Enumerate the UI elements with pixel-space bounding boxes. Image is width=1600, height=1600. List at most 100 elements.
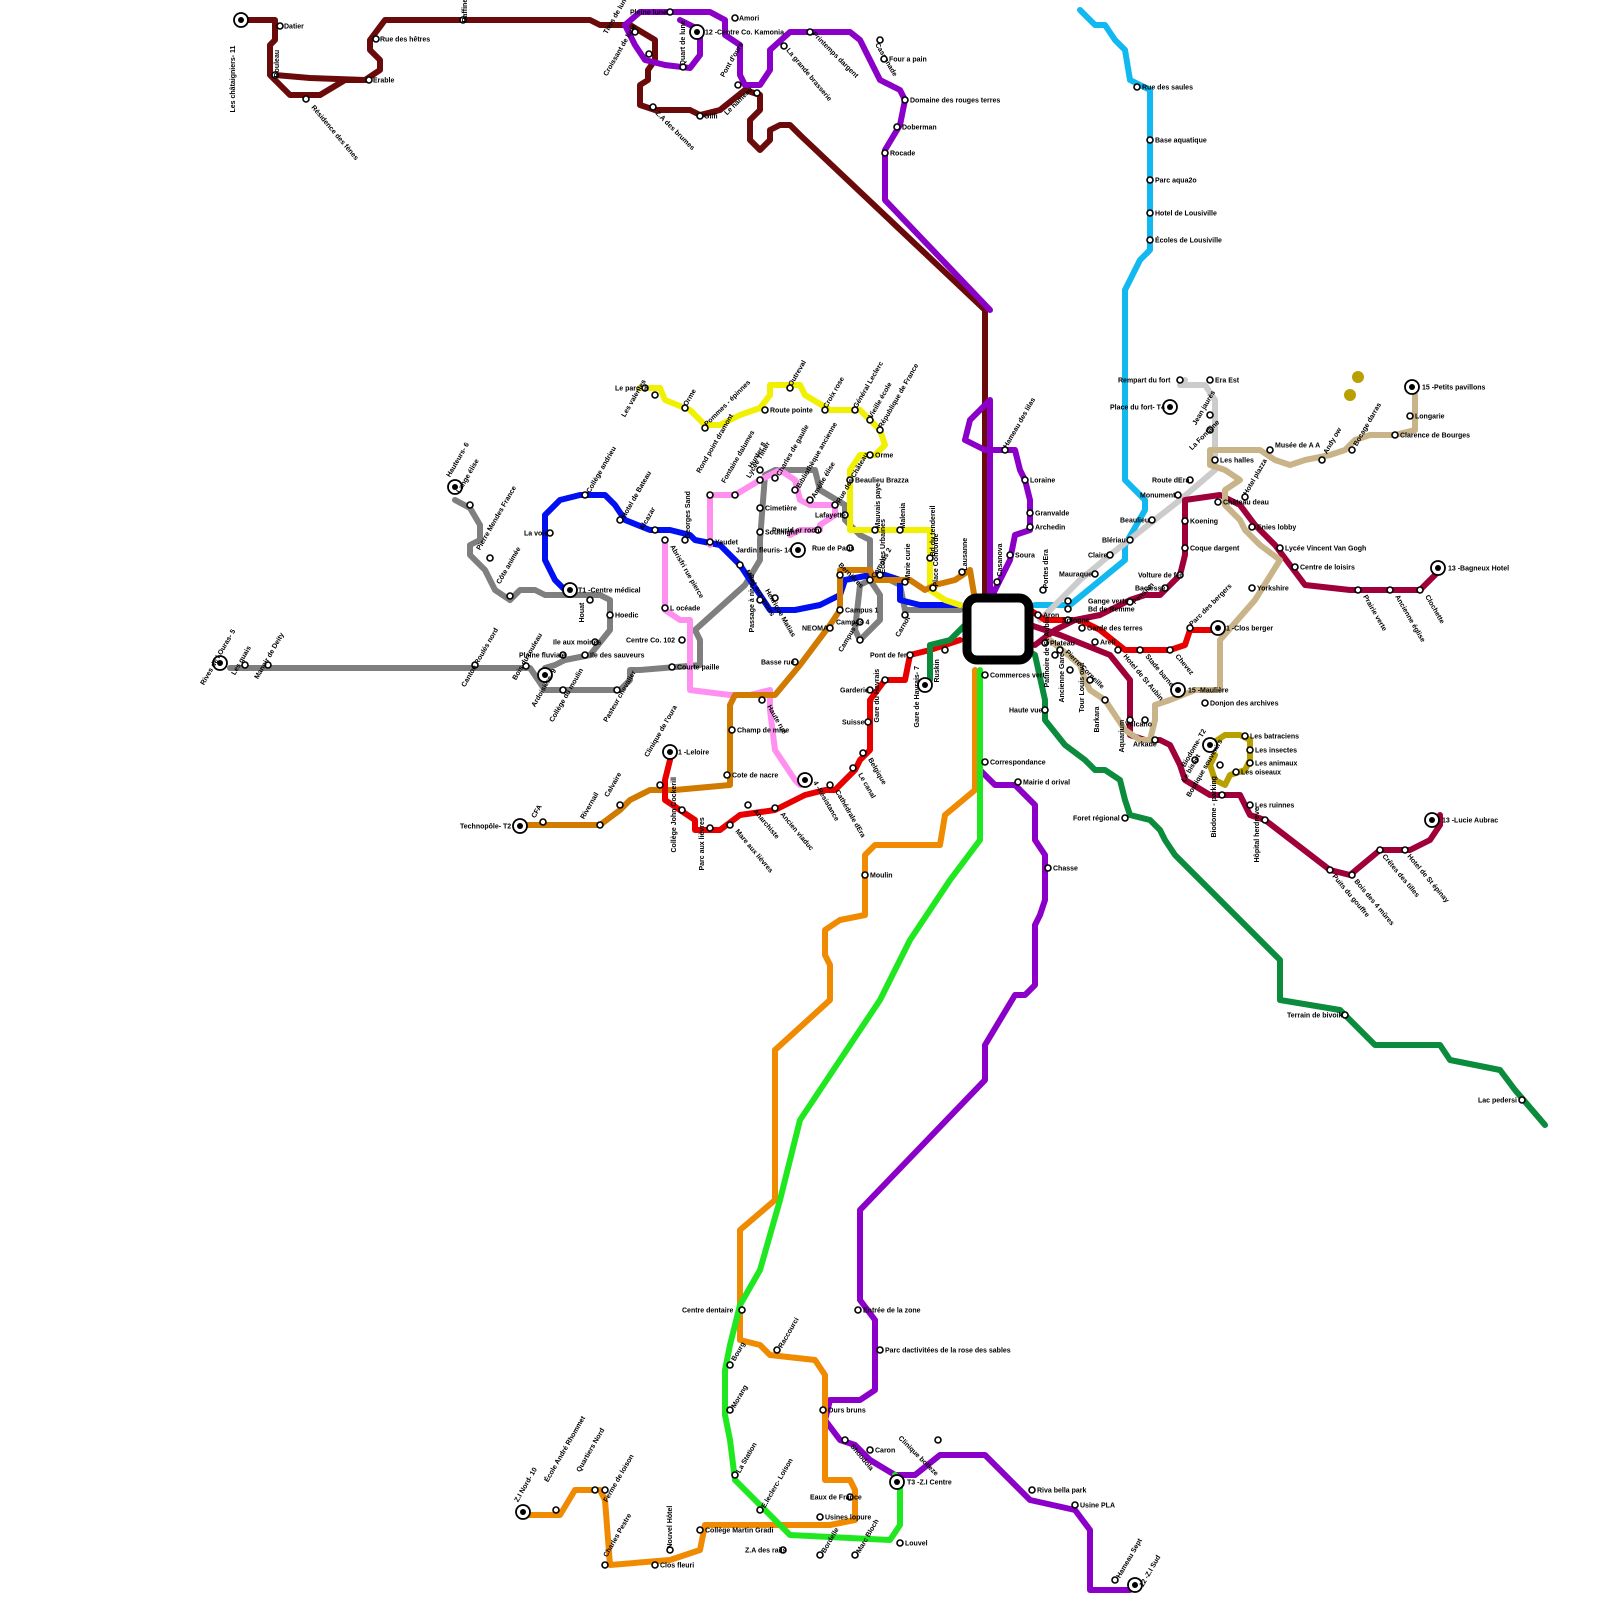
station-morang[interactable]: Morang xyxy=(727,1384,749,1413)
station-marker[interactable] xyxy=(602,1562,608,1568)
station-marker[interactable] xyxy=(303,96,309,102)
station-stade-barnes[interactable]: Stade barnes xyxy=(1137,647,1177,692)
station-marker[interactable] xyxy=(1147,177,1153,183)
station-manoir-deity[interactable]: Manoir de Deity xyxy=(254,632,286,681)
station-cote-nacre[interactable]: Cote de nacre xyxy=(724,772,778,780)
station-marker[interactable] xyxy=(1519,1097,1525,1103)
station-marker[interactable] xyxy=(366,77,372,83)
station-ile-sauveurs[interactable]: Ile des sauveurs xyxy=(582,652,645,660)
station-marker[interactable] xyxy=(817,1514,823,1520)
station-ecoles-lousiville[interactable]: Écoles de Lousiville xyxy=(1147,236,1222,245)
station-marker[interactable] xyxy=(739,1307,745,1313)
station-marker[interactable] xyxy=(781,43,787,49)
station-marker[interactable] xyxy=(1207,412,1213,418)
station-zi-nord[interactable]: Z.I Nord- 10 xyxy=(514,1467,539,1519)
station-abrisfri[interactable]: Abrisfri rue pierce xyxy=(662,537,705,600)
station-marker[interactable] xyxy=(1215,499,1221,505)
station-marker[interactable] xyxy=(707,825,713,831)
central-hub-ring[interactable] xyxy=(967,598,1029,660)
station-marker[interactable] xyxy=(857,637,863,643)
station-pont-fer[interactable]: Pont de fer xyxy=(870,652,913,660)
station-chateau-deau[interactable]: Château deau xyxy=(1215,499,1269,507)
station-datier[interactable]: Datier xyxy=(277,23,304,31)
station-gare-havrais[interactable]: Gare du Havrais xyxy=(874,669,888,723)
station-marker[interactable] xyxy=(540,819,546,825)
station-lausanne[interactable]: Lausanne xyxy=(959,538,969,575)
station-marker[interactable] xyxy=(1052,652,1058,658)
station-marker[interactable] xyxy=(1147,237,1153,243)
station-hameau-sept[interactable]: Hameau Sept xyxy=(1112,1537,1144,1583)
station-marker[interactable] xyxy=(735,82,741,88)
station-cfa[interactable]: CFA xyxy=(531,804,546,825)
station-carnot[interactable]: Carnot xyxy=(895,612,913,639)
station-marker[interactable] xyxy=(1102,697,1108,703)
station-parc-lievres[interactable]: Parc aux lièvres xyxy=(699,817,713,870)
station-marker[interactable] xyxy=(487,555,493,561)
station-rue-hetres[interactable]: Rue des hêtres xyxy=(373,36,430,44)
station-marker[interactable] xyxy=(679,807,685,813)
station-marker[interactable] xyxy=(935,1437,941,1443)
station-marker[interactable] xyxy=(1177,377,1183,383)
station-base-aquatique[interactable]: Base aquatique xyxy=(1147,137,1207,145)
station-marker[interactable] xyxy=(1319,457,1325,463)
station-terrain-bivoik[interactable]: Terrain de bivoik xyxy=(1287,1012,1348,1020)
station-marker[interactable] xyxy=(652,527,658,533)
station-quartiers-nord[interactable]: Quartiers Nord xyxy=(576,1427,607,1493)
station-marker[interactable] xyxy=(1134,84,1140,90)
station-marker[interactable] xyxy=(1217,762,1223,768)
station-marker[interactable] xyxy=(1015,779,1021,785)
station-clochette[interactable]: Clochette xyxy=(1417,587,1445,625)
station-entree-zone[interactable]: Entrée de la zone xyxy=(855,1307,921,1315)
station-marker[interactable] xyxy=(772,805,778,811)
station-centre-loisirs[interactable]: Centre de loisirs xyxy=(1292,564,1355,572)
station-bleriau[interactable]: Blériau xyxy=(1102,537,1133,545)
station-marker[interactable] xyxy=(1182,545,1188,551)
station-marker[interactable] xyxy=(1262,817,1268,823)
station-marker[interactable] xyxy=(662,537,668,543)
station-les-insectes[interactable]: Les insectes xyxy=(1247,747,1297,755)
station-grande-brasserie[interactable]: La grande brasserie xyxy=(781,43,833,103)
station-louvel[interactable]: Louvel xyxy=(897,1540,928,1548)
station-marker[interactable] xyxy=(862,872,868,878)
station-marker[interactable] xyxy=(669,664,675,670)
station-neoma[interactable]: NEOMA xyxy=(802,625,833,633)
station-calvaire[interactable]: Calvaire xyxy=(604,771,624,808)
station-marker[interactable] xyxy=(1079,625,1085,631)
station-college-andrieu[interactable]: Collège andrieu xyxy=(582,446,618,498)
station-marker[interactable] xyxy=(1067,667,1073,673)
station-les-batraciens[interactable]: Les batraciens xyxy=(1242,733,1299,741)
station-marker[interactable] xyxy=(1247,747,1253,753)
station-riva-bella[interactable]: Riva bella park xyxy=(1029,1487,1087,1495)
station-zi-centre[interactable]: T3 -Z.I Centre xyxy=(890,1475,952,1489)
station-marker[interactable] xyxy=(607,612,613,618)
station-marker[interactable] xyxy=(1065,606,1071,612)
station-donjon[interactable]: Donjon des archives xyxy=(1202,700,1279,708)
station-lucie-aubrac[interactable]: 13 -Lucie Aubrac xyxy=(1425,813,1498,827)
station-marker[interactable] xyxy=(1212,457,1218,463)
station-technopole[interactable]: Technopôle- T2 xyxy=(460,819,527,833)
station-marker[interactable] xyxy=(1092,571,1098,577)
station-claire[interactable]: Claire xyxy=(1088,552,1113,560)
station-marker[interactable] xyxy=(1115,647,1121,653)
station-marker[interactable] xyxy=(553,1507,559,1513)
station-marker[interactable] xyxy=(592,1487,598,1493)
station-portes-era[interactable]: Portes dEra xyxy=(1040,549,1050,593)
station-moulin[interactable]: Moulin xyxy=(862,872,893,880)
station-marker[interactable] xyxy=(881,56,887,62)
station-place-fort[interactable]: Place du fort- T4 xyxy=(1110,400,1177,414)
station-marker[interactable] xyxy=(894,124,900,130)
station-lac-pedersi[interactable]: Lac pedersi xyxy=(1478,1097,1525,1105)
station-marker[interactable] xyxy=(1137,647,1143,653)
station-marker[interactable] xyxy=(942,647,948,653)
station-marker[interactable] xyxy=(757,597,763,603)
station-marker[interactable] xyxy=(650,104,656,110)
station-era-est[interactable]: Era Est xyxy=(1207,377,1240,385)
line-green[interactable] xyxy=(930,620,1545,1125)
station-route-era[interactable]: Route dEra xyxy=(1152,477,1193,485)
station-marker[interactable] xyxy=(897,1540,903,1546)
station-chevez[interactable]: Chevez xyxy=(1167,647,1195,677)
station-leloire[interactable]: 1 -Leloire xyxy=(663,745,709,759)
station-amori[interactable]: Amori xyxy=(732,15,759,23)
station-marker[interactable] xyxy=(732,15,738,21)
station-marker[interactable] xyxy=(1267,447,1273,453)
